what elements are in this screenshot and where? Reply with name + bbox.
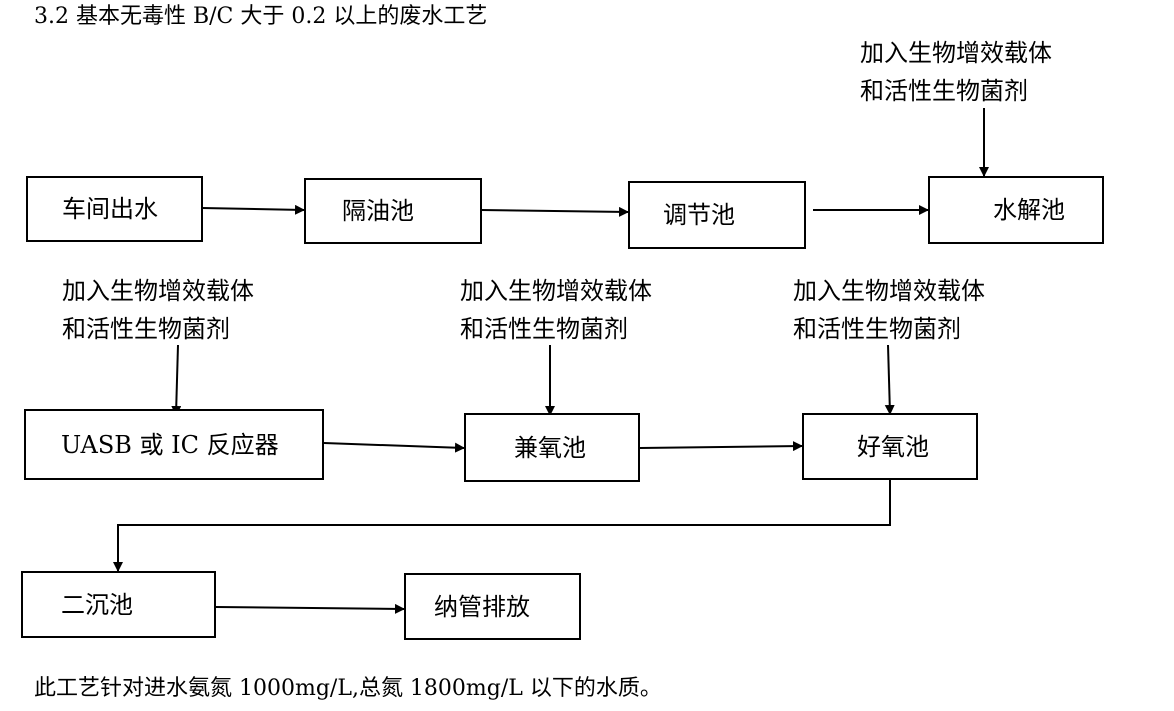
hydrolysis-tank-box: 水解池 [928,176,1104,244]
hydrolysis-additive-line1: 加入生物增效载体 [860,39,1052,67]
uasb-ic-reactor-label: UASB 或 IC 反应器 [61,430,279,459]
arrow-anoxic-to-aerobic [639,441,803,452]
oil-separator-box: 隔油池 [304,178,482,244]
uasb-additive-note: 加入生物增效载体 和活性生物菌剂 [62,272,254,348]
hydrolysis-additive-line2: 和活性生物菌剂 [860,77,1028,105]
arrow-secondary-clarifier-to-discharge [215,603,405,614]
anoxic-additive-line2: 和活性生物菌剂 [460,315,628,343]
hydrolysis-additive-note: 加入生物增效载体 和活性生物菌剂 [860,34,1052,110]
workshop-outflow-label: 车间出水 [62,195,158,223]
oil-separator-label: 隔油池 [342,197,414,225]
anoxic-tank-label: 兼氧池 [514,433,586,462]
aerobic-tank-box: 好氧池 [802,413,978,480]
anoxic-tank-box: 兼氧池 [464,413,640,482]
arrow-oil-separator-to-equalization [480,206,629,217]
arrow-workshop-to-oil-separator [201,204,305,215]
anoxic-additive-line1: 加入生物增效载体 [460,277,652,305]
uasb-additive-line2: 和活性生物菌剂 [62,315,230,343]
aerobic-additive-line2: 和活性生物菌剂 [793,315,961,343]
equalization-tank-box: 调节池 [628,181,806,249]
discharge-label: 纳管排放 [434,592,530,621]
discharge-box: 纳管排放 [404,573,581,640]
aerobic-additive-note: 加入生物增效载体 和活性生物菌剂 [793,272,985,348]
arrow-uasb-to-anoxic [323,442,465,453]
secondary-clarifier-label: 二沉池 [61,590,133,619]
secondary-clarifier-box: 二沉池 [21,571,216,638]
aerobic-tank-label: 好氧池 [857,432,929,461]
workshop-outflow-box: 车间出水 [26,176,203,242]
aerobic-additive-line1: 加入生物增效载体 [793,277,985,305]
diagram-heading: 3.2 基本无毒性 B/C 大于 0.2 以上的废水工艺 [34,4,488,29]
arrow-note-to-aerobic [884,344,895,415]
arrow-aerobic-to-secondary-clarifier [113,480,891,572]
uasb-additive-line1: 加入生物增效载体 [62,277,254,305]
hydrolysis-tank-label: 水解池 [993,196,1065,224]
uasb-ic-reactor-box: UASB 或 IC 反应器 [24,409,324,480]
water-quality-footnote: 此工艺针对进水氨氮 1000mg/L,总氮 1800mg/L 以下的水质。 [34,676,662,701]
equalization-tank-label: 调节池 [663,201,735,229]
arrow-note-to-uasb [171,344,182,416]
anoxic-additive-note: 加入生物增效载体 和活性生物菌剂 [460,272,652,348]
